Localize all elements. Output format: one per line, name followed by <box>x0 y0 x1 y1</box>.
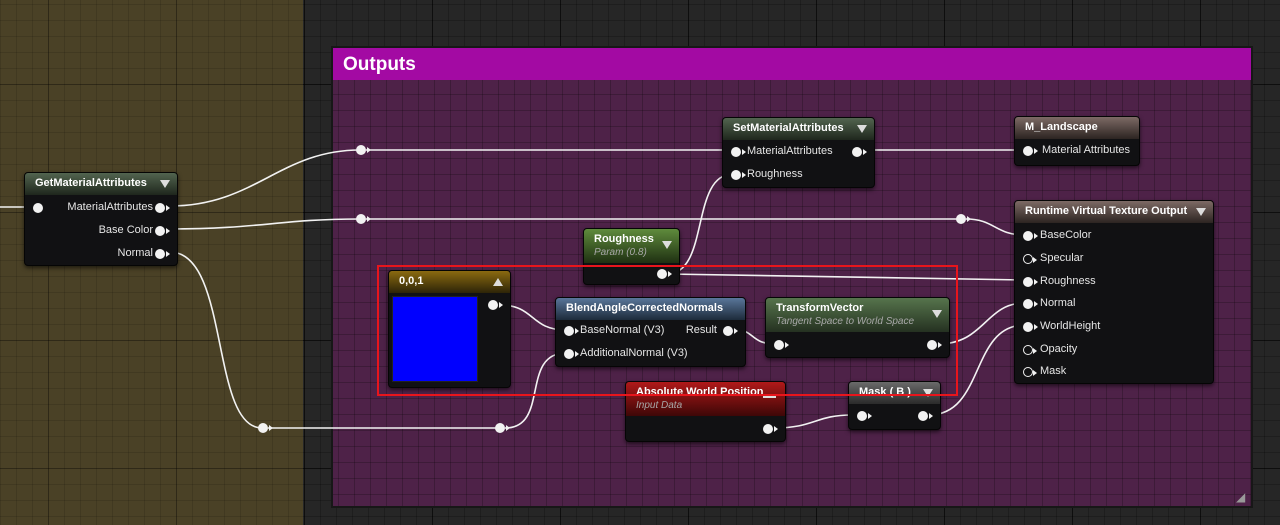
node-title: TransformVector <box>776 302 864 314</box>
pin-label: MaterialAttributes <box>747 145 833 157</box>
node-subtitle: Param (0.8) <box>594 247 647 258</box>
output-pin[interactable] <box>918 411 933 421</box>
pin-label: Result <box>685 324 717 336</box>
output-pin-normal[interactable] <box>155 249 170 259</box>
input-pin-basecolor[interactable] <box>1023 231 1038 241</box>
node-roughness-param[interactable]: Roughness Param (0.8) <box>583 228 680 285</box>
output-pin-material-attributes[interactable] <box>155 203 170 213</box>
wire-roughness-to-rvt <box>666 273 1026 281</box>
reroute-node[interactable] <box>495 423 510 433</box>
input-pin-additional-normal[interactable] <box>564 349 579 359</box>
input-pin-specular[interactable] <box>1023 254 1037 264</box>
wire-gma-basecolor-to-reroute <box>169 218 361 230</box>
node-transform-vector[interactable]: TransformVector Tangent Space to World S… <box>765 297 950 358</box>
resize-grip-icon[interactable]: ◢ <box>1236 490 1246 504</box>
input-pin-mask[interactable] <box>1023 367 1037 377</box>
input-pin-worldheight[interactable] <box>1023 322 1038 332</box>
input-pin-material-attributes[interactable] <box>731 147 746 157</box>
reroute-node[interactable] <box>356 214 371 224</box>
pin-label: Specular <box>1040 252 1084 264</box>
collapse-caret-icon[interactable] <box>1196 208 1206 216</box>
node-title: SetMaterialAttributes <box>733 122 844 134</box>
collapse-caret-icon[interactable] <box>932 310 942 318</box>
input-pin-normal[interactable] <box>1023 299 1038 309</box>
input-pin[interactable] <box>33 203 43 213</box>
output-pin-base-color[interactable] <box>155 226 170 236</box>
input-pin-base-normal[interactable] <box>564 326 579 336</box>
input-pin-opacity[interactable] <box>1023 345 1037 355</box>
comment-title[interactable]: Outputs <box>333 48 1251 80</box>
reroute-node[interactable] <box>356 145 371 155</box>
output-pin[interactable] <box>763 424 778 434</box>
node-m-landscape[interactable]: M_Landscape Material Attributes <box>1014 116 1140 166</box>
expand-caret-icon[interactable] <box>493 278 503 286</box>
pin-label: AdditionalNormal (V3) <box>580 347 688 359</box>
collapse-caret-icon[interactable] <box>160 180 170 188</box>
node-blend-angle-corrected-normals[interactable]: BlendAngleCorrectedNormals BaseNormal (V… <box>555 297 746 367</box>
output-pin-result[interactable] <box>723 326 738 336</box>
node-title: Runtime Virtual Texture Output <box>1025 205 1188 217</box>
pin-label: BaseNormal (V3) <box>580 324 665 336</box>
input-pin-roughness[interactable] <box>1023 277 1038 287</box>
wire-reroute-to-additionalnormal <box>504 352 567 429</box>
node-constant-vector[interactable]: 0,0,1 <box>388 270 511 388</box>
output-pin[interactable] <box>657 269 672 279</box>
pin-label: Normal <box>117 247 153 259</box>
node-runtime-virtual-texture-output[interactable]: Runtime Virtual Texture Output BaseColor… <box>1014 200 1214 384</box>
node-set-material-attributes[interactable]: SetMaterialAttributes MaterialAttributes… <box>722 117 875 188</box>
wire-transform-to-rvt-normal <box>937 302 1026 345</box>
pin-label: Mask <box>1040 365 1067 377</box>
pin-label: MaterialAttributes <box>67 201 153 213</box>
pin-label: Opacity <box>1040 343 1078 355</box>
reroute-node[interactable] <box>258 423 273 433</box>
pin-label: Normal <box>1040 297 1076 309</box>
node-absolute-world-position[interactable]: Absolute World Position Input Data ▬ <box>625 381 786 442</box>
pin-label: Roughness <box>747 168 803 180</box>
input-pin-material-attributes[interactable] <box>1023 146 1038 156</box>
node-get-material-attributes[interactable]: GetMaterialAttributes MaterialAttributes… <box>24 172 178 266</box>
pin-label: Material Attributes <box>1042 144 1131 156</box>
collapse-caret-icon[interactable] <box>857 125 867 133</box>
reroute-node[interactable] <box>956 214 971 224</box>
output-pin[interactable] <box>852 147 867 157</box>
input-pin[interactable] <box>774 340 789 350</box>
selection-highlight-rectangle <box>377 265 958 396</box>
collapse-caret-icon[interactable] <box>662 241 672 249</box>
input-pin-roughness[interactable] <box>731 170 746 180</box>
input-pin[interactable] <box>857 411 872 421</box>
node-title: BlendAngleCorrectedNormals <box>566 302 724 314</box>
pin-label: Roughness <box>1040 275 1096 287</box>
node-title: GetMaterialAttributes <box>35 177 147 189</box>
node-title: 0,0,1 <box>399 275 424 287</box>
node-subtitle: Input Data <box>636 400 683 411</box>
node-subtitle: Tangent Space to World Space <box>776 316 915 327</box>
pin-label: BaseColor <box>1040 229 1092 241</box>
node-title: M_Landscape <box>1025 121 1098 133</box>
pin-label: Base Color <box>98 224 153 236</box>
node-title: Roughness <box>594 233 654 245</box>
wire-gma-normal-down <box>169 251 263 429</box>
minimize-icon[interactable]: ▬ <box>763 386 776 401</box>
output-pin[interactable] <box>488 300 503 310</box>
color-preview-swatch <box>392 296 478 382</box>
wire-mask-to-rvt-worldheight <box>928 324 1026 416</box>
pin-label: WorldHeight <box>1040 320 1101 332</box>
output-pin[interactable] <box>927 340 942 350</box>
wire-gma-materialattributes-to-reroute <box>169 149 361 207</box>
collapse-caret-icon[interactable] <box>923 389 933 397</box>
